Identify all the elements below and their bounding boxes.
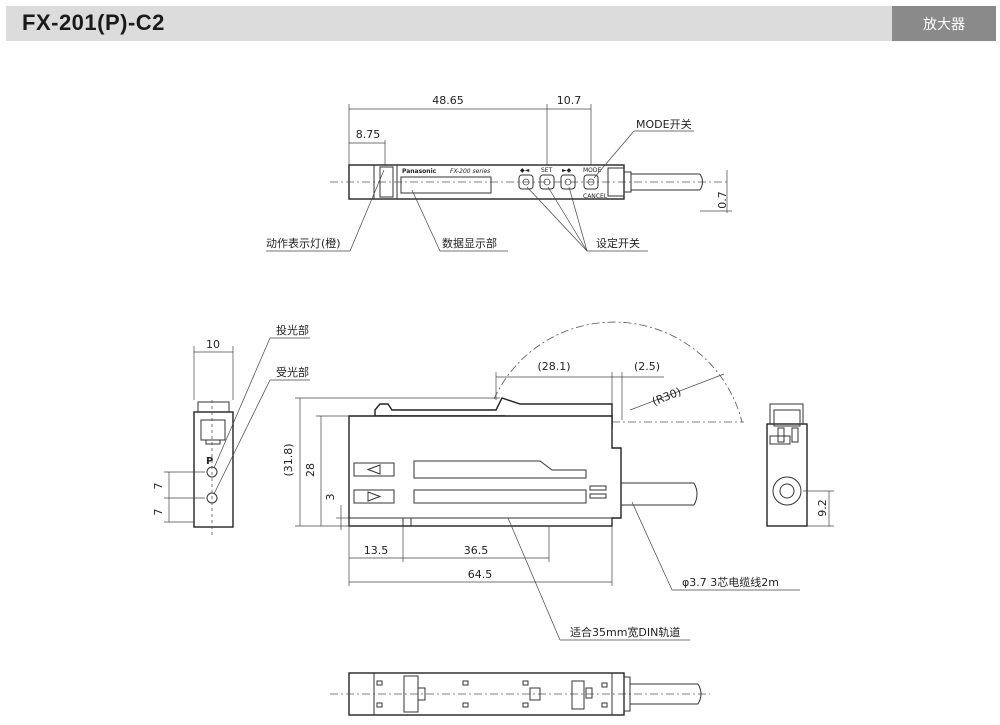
dim-13-5: 13.5 <box>364 544 389 557</box>
label-display: 数据显示部 <box>442 236 497 250</box>
dim-r30: (R30) <box>650 385 683 408</box>
dim-10: 10 <box>206 338 220 351</box>
right-side-view: 9.2 <box>766 403 834 527</box>
label-set-switch: 设定开关 <box>596 236 640 250</box>
bottom-view <box>330 672 710 716</box>
cover-swing-arc <box>493 321 743 423</box>
emitter-mark: P <box>206 456 213 467</box>
dim-9-2: 9.2 <box>816 499 829 517</box>
top-view: 48.65 10.7 8.75 Panasonic FX-200 series … <box>266 94 732 252</box>
label-emitter: 投光部 <box>276 323 309 337</box>
dim-28-1: (28.1) <box>537 360 570 373</box>
indicator-window-lower <box>353 489 395 504</box>
model-title: FX-201(P)-C2 <box>22 10 165 35</box>
label-receiver: 受光部 <box>276 365 309 379</box>
label-din-rail: 适合35mm宽DIN轨道 <box>570 625 680 639</box>
dim-28: 28 <box>304 463 317 477</box>
cable-port-inner <box>779 483 795 499</box>
amplifier-body-left <box>193 411 234 528</box>
dim-8-75: 8.75 <box>356 128 381 141</box>
mode-button[interactable] <box>583 174 599 190</box>
left-side-view: 10 P 投光部 受光部 7 7 <box>152 323 310 535</box>
left-button[interactable] <box>518 174 534 190</box>
dim-48-65: 48.65 <box>432 94 464 107</box>
title-bar: FX-201(P)-C2 放大器 <box>6 6 996 41</box>
amplifier-body-right <box>766 423 808 527</box>
right-button[interactable] <box>560 174 576 190</box>
label-cable: φ3.7 3芯电缆线2m <box>682 575 779 589</box>
btn-mode-label: MODE <box>583 167 602 174</box>
dim-7-upper: 7 <box>152 483 165 490</box>
dim-0-7: 0.7 <box>716 191 729 209</box>
dim-2-5: (2.5) <box>634 360 660 373</box>
dim-7-lower: 7 <box>152 509 165 516</box>
label-mode-switch: MODE开关 <box>636 117 692 131</box>
amplifier-body-front <box>348 415 622 527</box>
indicator-window-upper <box>353 462 395 477</box>
cable-port-outer <box>772 476 802 506</box>
dim-10-7: 10.7 <box>557 94 582 107</box>
dim-36-5: 36.5 <box>464 544 489 557</box>
brand-logo: Panasonic <box>402 168 437 175</box>
dim-3: 3 <box>324 494 337 501</box>
data-display <box>400 176 492 194</box>
category-tag: 放大器 <box>892 6 996 41</box>
arrow-left-icon: ◆◄ <box>520 167 530 174</box>
label-indicator: 动作表示灯(橙) <box>266 236 341 250</box>
series-label: FX-200 series <box>450 168 490 175</box>
set-button[interactable] <box>539 174 555 190</box>
dim-64-5: 64.5 <box>468 568 493 581</box>
btn-cancel-label: CANCEL <box>583 193 608 200</box>
dim-31-8: (31.8) <box>282 443 295 476</box>
front-view: (R30) (28.1) (2.5) <box>282 321 800 641</box>
btn-set-label: SET <box>541 167 553 174</box>
arrow-right-icon: ►◆ <box>562 167 572 174</box>
